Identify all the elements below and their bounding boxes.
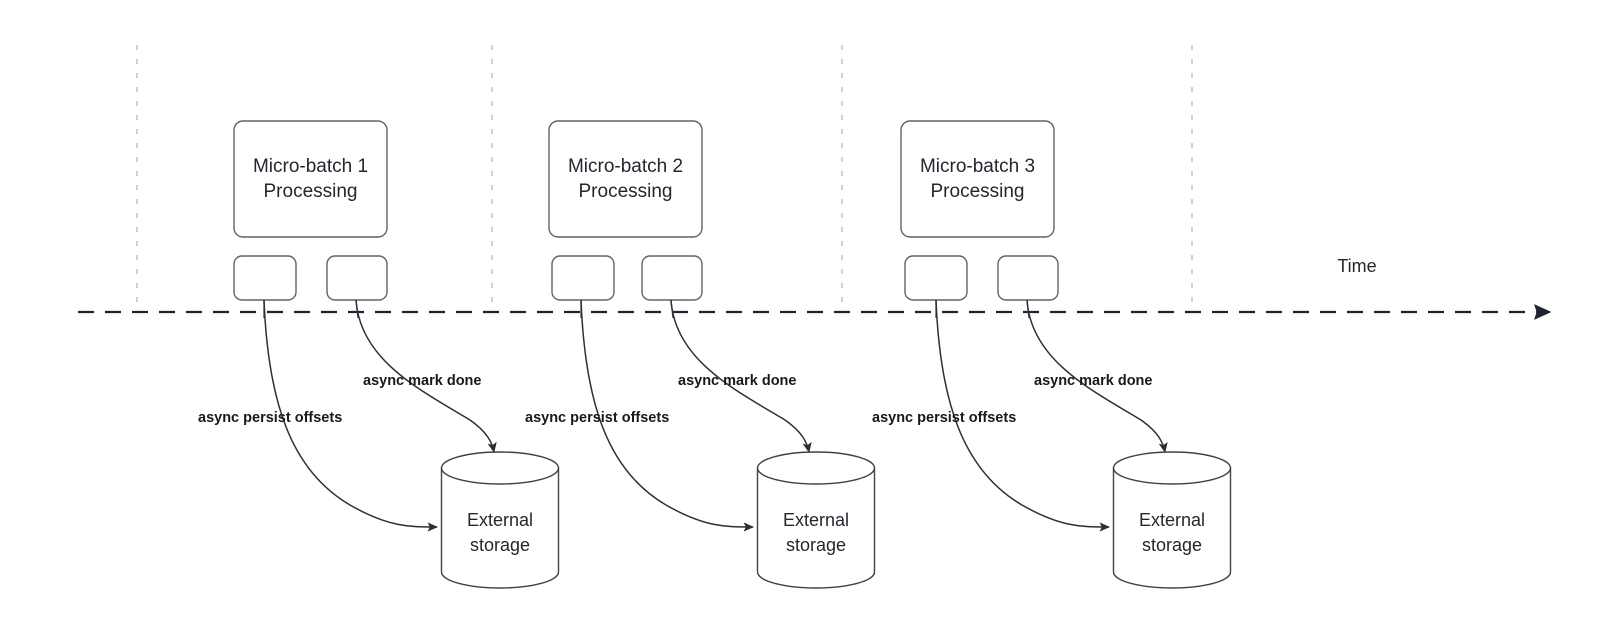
micro-batch-1-mark-done-label: async mark done — [363, 373, 481, 389]
micro-batch-2-persist-offsets-arrow — [580, 299, 755, 532]
micro-batch-group-1: Micro-batch 1 Processing async persist o… — [198, 120, 560, 589]
micro-batch-2-mark-done-arrow — [670, 299, 812, 454]
external-storage-1-label-line2: storage — [470, 535, 530, 555]
micro-batch-3-box[interactable] — [900, 120, 1055, 238]
micro-batch-2-persist-offsets-label: async persist offsets — [525, 410, 669, 426]
micro-batch-3-persist-offsets-task[interactable] — [904, 255, 968, 301]
micro-batch-1-box[interactable] — [233, 120, 388, 238]
micro-batch-3-label-line2: Processing — [931, 181, 1025, 202]
external-storage-cylinder-1[interactable]: External storage — [440, 451, 560, 589]
external-storage-2-label-line1: External — [783, 510, 849, 530]
external-storage-1-body — [440, 467, 560, 589]
micro-batch-3-persist-offsets-label: async persist offsets — [872, 410, 1016, 426]
external-storage-3-label-line2: storage — [1142, 535, 1202, 555]
time-axis-label: Time — [1337, 256, 1376, 276]
micro-batch-3-mark-done-arrow — [1026, 299, 1168, 454]
micro-batch-2-persist-offsets-task[interactable] — [551, 255, 615, 301]
timeline-axis: Time — [78, 256, 1552, 320]
micro-batch-group-2: Micro-batch 2 Processing async persist o… — [525, 120, 876, 589]
micro-batch-1-label-line2: Processing — [264, 181, 358, 202]
external-storage-1-top — [440, 451, 560, 485]
micro-batch-1-label-line1: Micro-batch 1 — [253, 156, 368, 177]
micro-batch-3-persist-offsets-arrow — [935, 299, 1111, 532]
micro-batch-1-persist-offsets-task[interactable] — [233, 255, 297, 301]
external-storage-2-body — [756, 467, 876, 589]
micro-batch-2-label-line1: Micro-batch 2 — [568, 156, 683, 177]
external-storage-3-body — [1112, 467, 1232, 589]
micro-batch-3-label-line1: Micro-batch 3 — [920, 156, 1035, 177]
micro-batch-2-mark-done-task[interactable] — [641, 255, 703, 301]
micro-batch-2-mark-done-label: async mark done — [678, 373, 796, 389]
micro-batch-2-label-line2: Processing — [579, 181, 673, 202]
external-storage-cylinder-2[interactable]: External storage — [756, 451, 876, 589]
micro-batch-group-3: Micro-batch 3 Processing async persist o… — [872, 120, 1232, 589]
external-storage-3-label-line1: External — [1139, 510, 1205, 530]
micro-batch-3-mark-done-task[interactable] — [997, 255, 1059, 301]
external-storage-2-top — [756, 451, 876, 485]
guide-lines — [136, 45, 1193, 312]
micro-batch-1-mark-done-task[interactable] — [326, 255, 388, 301]
external-storage-1-label-line1: External — [467, 510, 533, 530]
external-storage-3-top — [1112, 451, 1232, 485]
external-storage-cylinder-3[interactable]: External storage — [1112, 451, 1232, 589]
micro-batch-1-persist-offsets-label: async persist offsets — [198, 410, 342, 426]
micro-batch-3-mark-done-label: async mark done — [1034, 373, 1152, 389]
micro-batch-2-box[interactable] — [548, 120, 703, 238]
micro-batch-1-persist-offsets-arrow — [263, 299, 439, 532]
external-storage-2-label-line2: storage — [786, 535, 846, 555]
micro-batch-1-mark-done-arrow — [355, 299, 497, 454]
